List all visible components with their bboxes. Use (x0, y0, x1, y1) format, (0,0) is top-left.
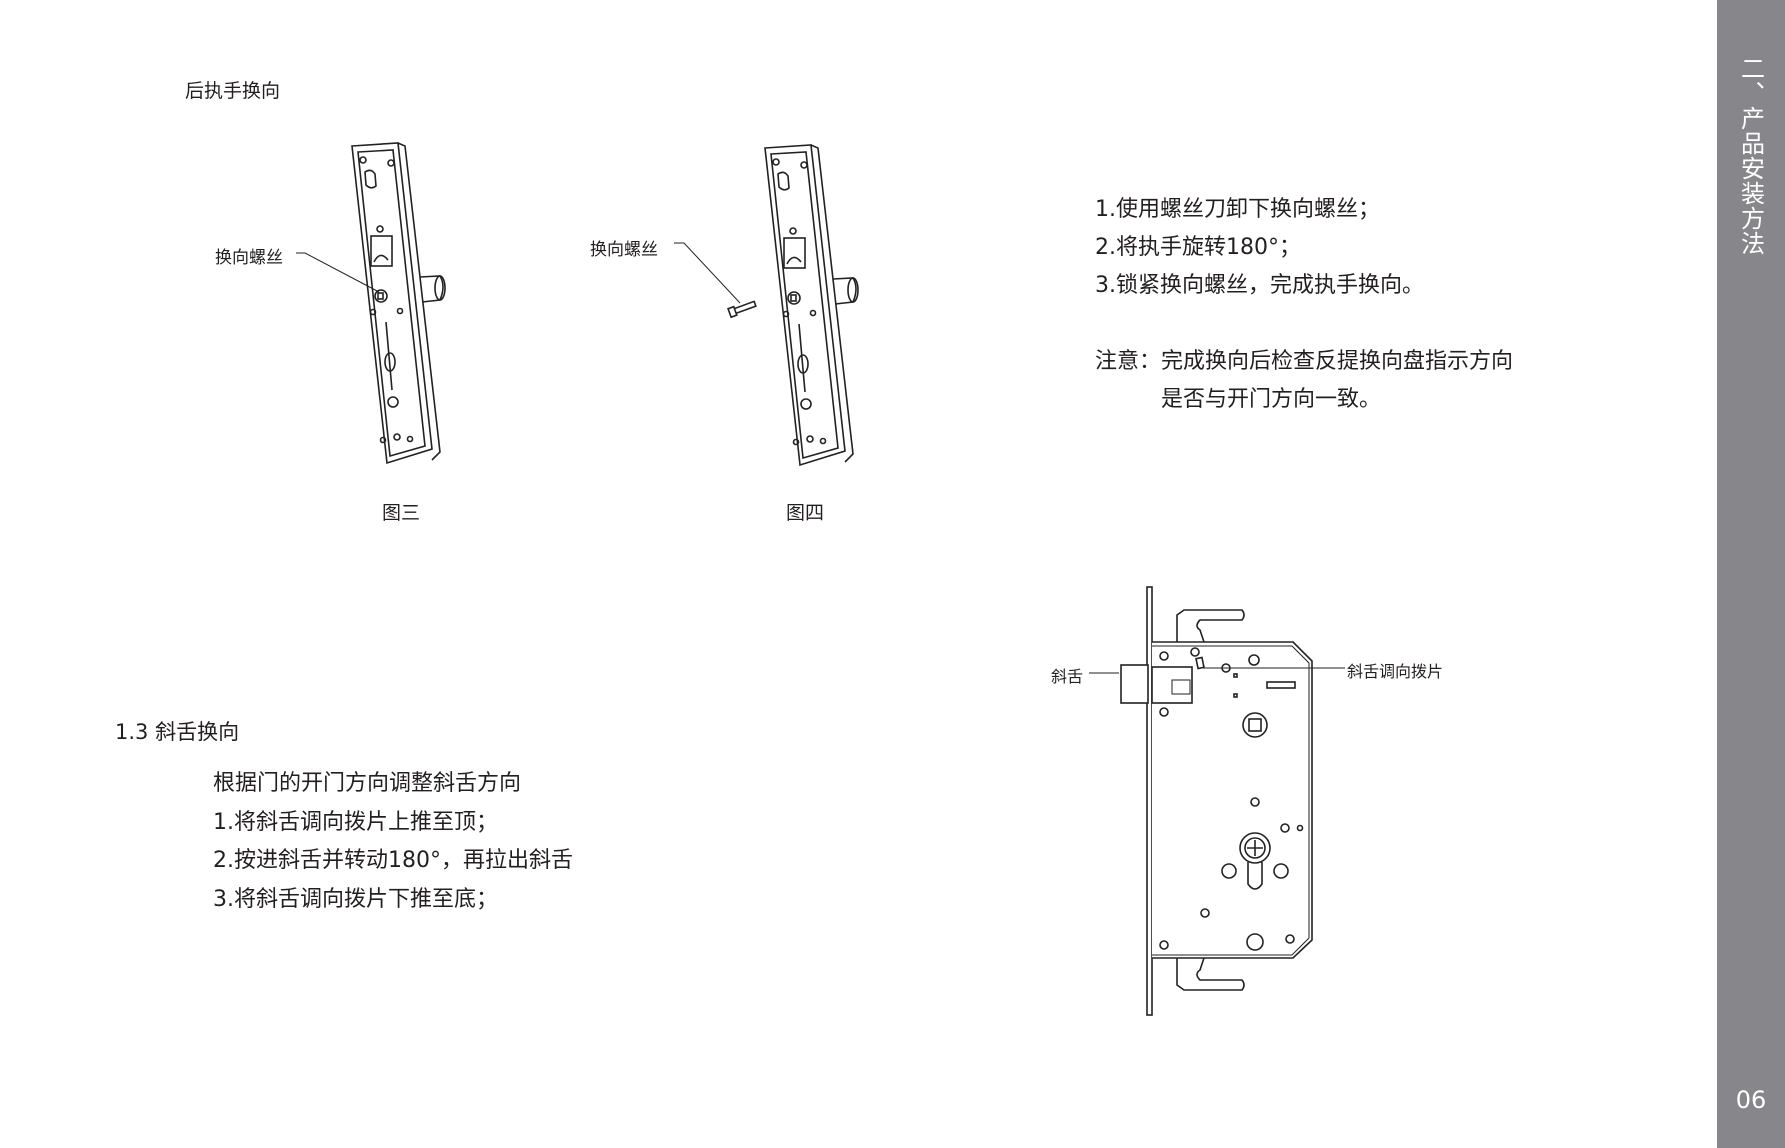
chapter-title: 二、产品安装方法 (1736, 56, 1765, 256)
handle-reversal-heading: 后执手换向 (185, 80, 281, 102)
step-3: 3.锁紧换向螺丝，完成执手换向。 (1095, 273, 1424, 298)
figure4-handle-drawing (764, 144, 859, 466)
latch-instructions: 根据门的开门方向调整斜舌方向 1.将斜舌调向拨片上推至顶； 2.按进斜舌并转动1… (213, 765, 573, 919)
lever-callout-label: 斜舌调向拨片 (1347, 662, 1444, 681)
figure3-callout-label: 换向螺丝 (215, 248, 283, 268)
latch-line-3: 2.按进斜舌并转动180°，再拉出斜舌 (213, 848, 573, 873)
note-label: 注意： (1095, 349, 1162, 374)
figure4-callout-line (674, 242, 741, 304)
figure3-callout-line (296, 252, 380, 293)
note-line-1: 完成换向后检查反提换向盘指示方向 (1161, 349, 1514, 374)
step-2: 2.将执手旋转180°； (1095, 235, 1301, 260)
chapter-sidebar: 二、产品安装方法 06 (1717, 0, 1785, 1148)
note-line-2: 是否与开门方向一致。 (1161, 387, 1382, 412)
handle-steps: 1.使用螺丝刀卸下换向螺丝； 2.将执手旋转180°； 3.锁紧换向螺丝，完成执… (1095, 191, 1424, 305)
latch-line-4: 3.将斜舌调向拨片下推至底； (213, 886, 498, 912)
figure4-callout-label: 换向螺丝 (590, 240, 658, 260)
figure3-handle-drawing (351, 142, 446, 464)
mortise-lock-drawing (1089, 586, 1345, 1016)
step-1: 1.使用螺丝刀卸下换向螺丝； (1095, 197, 1380, 222)
loose-screw-icon (727, 300, 757, 319)
note: 注意： 完成换向后检查反提换向盘指示方向 是否与开门方向一致。 (1095, 343, 1513, 419)
latch-line-2: 1.将斜舌调向拨片上推至顶； (213, 809, 498, 835)
latch-reversal-heading: 1.3 斜舌换向 (115, 720, 240, 744)
figure3-caption: 图三 (382, 502, 421, 524)
note-body: 完成换向后检查反提换向盘指示方向 是否与开门方向一致。 (1161, 343, 1513, 419)
latch-line-1: 根据门的开门方向调整斜舌方向 (213, 771, 522, 796)
latch-callout-label: 斜舌 (1051, 667, 1084, 686)
figure4-caption: 图四 (786, 502, 825, 524)
page-number: 06 (1735, 1086, 1767, 1114)
